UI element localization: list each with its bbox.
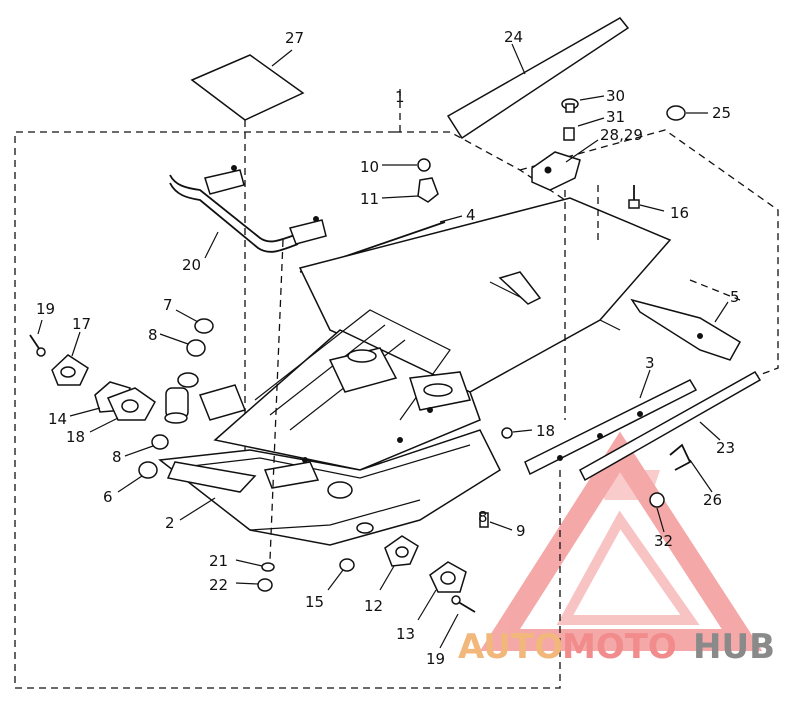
label-25: 25 [712,104,731,122]
label-1: 1 [395,88,405,106]
label-18-left: 18 [66,428,85,446]
part-19-left-bolt [29,319,46,357]
part-12-mount [379,535,419,591]
part-22-nut [235,578,273,592]
label-8-upper: 8 [148,326,158,344]
label-5: 5 [730,288,740,306]
label-31: 31 [606,108,625,126]
label-7: 7 [163,296,173,314]
label-2: 2 [165,514,175,532]
part-labels: 1 2 3 4 5 6 7 8 8 8 9 10 11 12 13 14 15 … [36,28,740,668]
label-6: 6 [103,488,113,506]
label-19-lower: 19 [426,650,445,668]
part-10-nut [382,158,431,172]
part-17-mount [51,331,89,386]
label-19-left: 19 [36,300,55,318]
label-16: 16 [670,204,689,222]
part-16-bolt [628,185,665,212]
label-21: 21 [209,552,228,570]
part-30-bolt [561,95,605,113]
part-32-nut [649,492,665,533]
part-6-bushing [117,461,158,493]
part-19-lower-bolt [439,595,476,649]
part-18-right-washer [501,427,533,439]
label-30: 30 [606,87,625,105]
part-8-lower-bushing [124,434,169,457]
part-15-plug [327,558,355,591]
watermark-logo-triangle [479,431,763,651]
part-26-clip [669,443,713,493]
label-28-29: 28,29 [600,126,643,144]
part-23-long-bar [579,370,762,482]
watermark-moto: MOTO [562,627,677,667]
label-23: 23 [716,439,735,457]
part-3-rail [524,369,698,476]
label-18-right: 18 [536,422,555,440]
part-20-bumper-bar [169,165,327,259]
label-4: 4 [466,206,476,224]
part-18-left-mount [89,387,156,433]
watermark-text: AUTO MOTO HUB [458,627,775,667]
label-8-lower: 8 [112,448,122,466]
part-25-cap [666,105,708,121]
part-11-bolt [381,177,439,203]
label-22: 22 [209,576,228,594]
label-13: 13 [396,625,415,643]
part-8-upper-bushing [159,333,206,357]
part-7-bushing [175,309,214,334]
part-9-bolt [479,512,513,531]
part-24-strip [446,17,630,140]
part-13-mount [417,561,467,621]
label-9: 9 [516,522,526,540]
watermark-hub: HUB [693,627,775,667]
label-27: 27 [285,29,304,47]
part-31-collar [563,117,605,141]
label-11: 11 [360,190,379,208]
label-17: 17 [72,315,91,333]
label-15: 15 [305,593,324,611]
label-12: 12 [364,597,383,615]
label-3: 3 [645,354,655,372]
watermark-auto: AUTO [458,627,563,667]
label-24: 24 [504,28,523,46]
part-2-lower-pan [179,497,216,521]
label-14: 14 [48,410,67,428]
label-32: 32 [654,532,673,550]
main-frame [158,185,672,561]
label-10: 10 [360,158,379,176]
label-26: 26 [703,491,722,509]
part-21-washer [235,559,275,572]
part-5-bracket [630,298,742,361]
label-20: 20 [182,256,201,274]
label-8-right: 8 [478,508,488,526]
part-28-29-bracket [531,139,599,191]
